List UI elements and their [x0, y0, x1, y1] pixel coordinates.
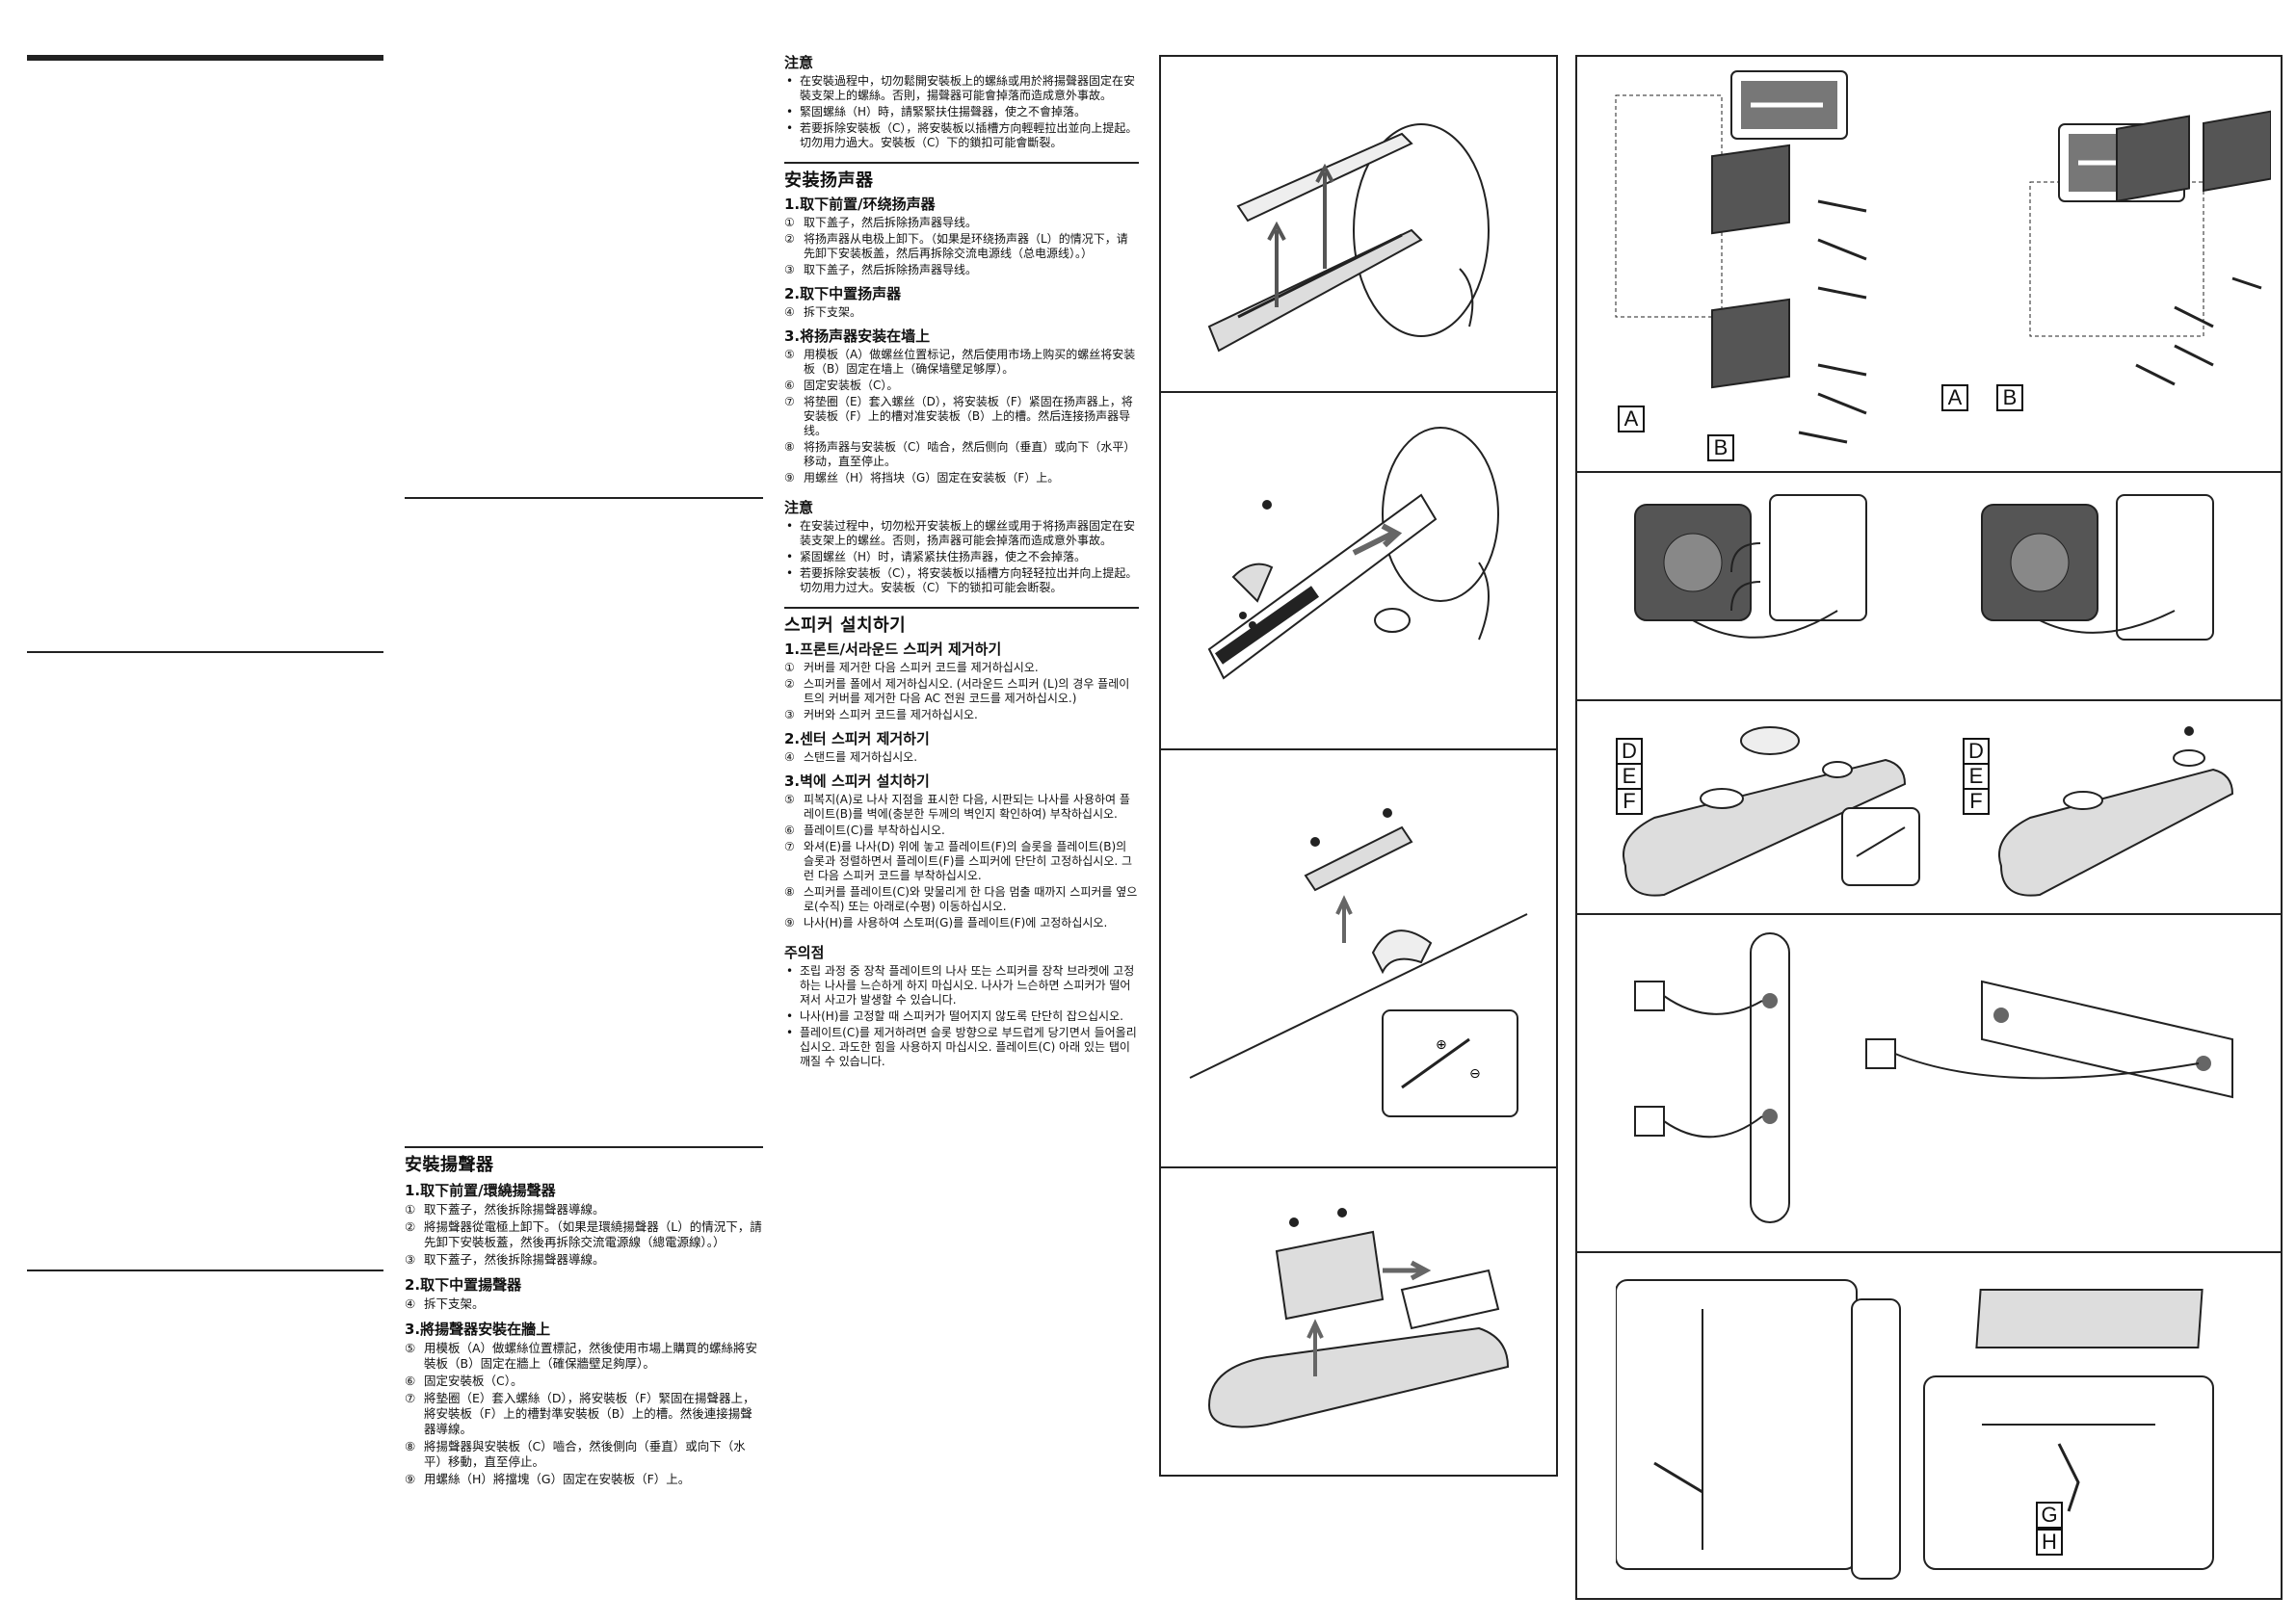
- svg-text:⊖: ⊖: [1469, 1066, 1481, 1082]
- kor-notes-list: 조립 과정 중 장착 플레이트의 나사 또는 스피커를 장착 브라켓에 고정하는…: [784, 964, 1139, 1069]
- cover-removal-illustration: [1207, 123, 1490, 353]
- label-D: D: [1963, 738, 1990, 765]
- stand-removal-illustration: ⊕ ⊖: [1189, 808, 1528, 1117]
- subsection-title: 2.取下中置揚聲器: [405, 1276, 522, 1294]
- section-rule: [405, 1146, 763, 1148]
- panel-divider: [1577, 699, 2281, 701]
- note-item: 紧固螺丝（H）时，请紧紧扶住扬声器，使之不会掉落。: [784, 550, 1139, 564]
- label-E: E: [1616, 763, 1643, 790]
- section-rule: [784, 607, 1139, 609]
- pole-removal-illustration: [1207, 427, 1499, 680]
- plate-engage-illustration: [1634, 494, 2214, 641]
- subsection-title: 3.벽에 스피커 설치하기: [784, 772, 930, 790]
- subsection-title: 1.取下前置/環繞揚聲器: [405, 1182, 556, 1199]
- subsection-title: 1.取下前置/环绕扬声器: [784, 196, 936, 213]
- section-rule: [784, 162, 1139, 164]
- simp-notes-list: 在安装过程中，切勿松开安装板上的螺丝或用于将扬声器固定在安装支架上的螺丝。否则，…: [784, 519, 1139, 595]
- section-rule-mid-1: [405, 497, 763, 499]
- illustration-column-right: A B A B D E F D E F: [1575, 55, 2283, 1600]
- section-title: 安裝揚聲器: [405, 1155, 494, 1175]
- label-A: A: [1618, 406, 1645, 432]
- plate-attach-illustration: [1623, 726, 2234, 897]
- panel-divider: [1161, 1166, 1556, 1168]
- label-B: B: [1996, 384, 2023, 411]
- top-thick-rule: [27, 55, 383, 61]
- wall-template-illustration: [1615, 70, 2271, 444]
- note-item: 若要拆除安裝板（C），將安裝板以插槽方向輕輕拉出並向上提起。切勿用力過大。安裝板…: [784, 121, 1139, 150]
- label-E: E: [1963, 763, 1990, 790]
- center-speaker-illustration: [1207, 1208, 1510, 1428]
- section-rule-left-2: [27, 1270, 383, 1271]
- note-item: 플레이트(C)를 제거하려면 슬롯 방향으로 부드럽게 당기면서 들어올리십시오…: [784, 1026, 1139, 1069]
- label-B: B: [1707, 434, 1734, 461]
- label-F: F: [1963, 788, 1990, 815]
- label-G: G: [2036, 1502, 2063, 1529]
- note-item: 在安裝過程中，切勿鬆開安裝板上的螺絲或用於將揚聲器固定在安裝支架上的螺絲。否則，…: [784, 74, 1139, 103]
- note-item: 在安装过程中，切勿松开安装板上的螺丝或用于将扬声器固定在安装支架上的螺丝。否则，…: [784, 519, 1139, 548]
- text-column-middle: 注意 在安裝過程中，切勿鬆開安裝板上的螺絲或用於將揚聲器固定在安裝支架上的螺絲。…: [784, 56, 1139, 1071]
- subsection-title: 2.取下中置扬声器: [784, 285, 902, 302]
- subsection-title: 3.將揚聲器安裝在牆上: [405, 1321, 551, 1338]
- note-item: 緊固螺絲（H）時，請緊緊扶住揚聲器，使之不會掉落。: [784, 105, 1139, 119]
- panel-divider: [1161, 391, 1556, 393]
- label-D: D: [1616, 738, 1643, 765]
- note-item: 나사(H)를 고정할 때 스피커가 떨어지지 않도록 단단히 잡으십시오.: [784, 1009, 1139, 1024]
- note-title: 注意: [784, 54, 814, 71]
- kor-section-title: 스피커 설치하기: [784, 615, 907, 636]
- svg-text:⊕: ⊕: [1436, 1037, 1447, 1053]
- panel-divider: [1577, 913, 2281, 915]
- subsection-title: 2.센터 스피커 제거하기: [784, 730, 930, 747]
- panel-divider: [1161, 748, 1556, 750]
- panel-divider: [1577, 1251, 2281, 1253]
- note-item: 조립 과정 중 장착 플레이트의 나사 또는 스피커를 장착 브라켓에 고정하는…: [784, 964, 1139, 1008]
- panel-divider: [1577, 471, 2281, 473]
- subsection-title: 3.将扬声器安装在墙上: [784, 327, 931, 345]
- section-rule-left-1: [27, 651, 383, 653]
- note-title: 주의점: [784, 944, 825, 961]
- note-item: 若要拆除安装板（C），将安装板以插槽方向轻轻拉出并向上提起。切勿用力过大。安装板…: [784, 566, 1139, 595]
- illustration-column-left: ⊕ ⊖: [1159, 55, 1558, 1477]
- note-title: 注意: [784, 499, 814, 516]
- trad-notes-list: 在安裝過程中，切勿鬆開安裝板上的螺絲或用於將揚聲器固定在安裝支架上的螺絲。否則，…: [784, 74, 1139, 150]
- label-H: H: [2036, 1529, 2063, 1556]
- subsection-title: 1.프론트/서라운드 스피커 제거하기: [784, 641, 1002, 658]
- label-F: F: [1616, 788, 1643, 815]
- simp-section-title: 安装扬声器: [784, 170, 874, 191]
- stopper-illustration: [1616, 1279, 2214, 1580]
- label-A: A: [1941, 384, 1968, 411]
- mount-speaker-illustration: [1634, 932, 2233, 1223]
